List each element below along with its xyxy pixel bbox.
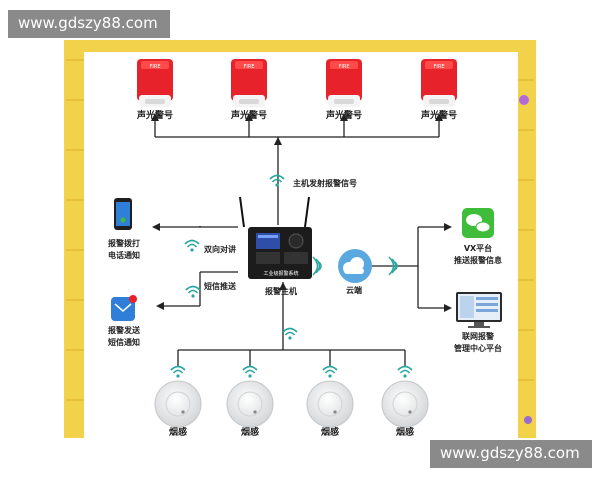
- phone-label-line2: 电话通知: [108, 250, 140, 260]
- smoke-label: 烟感: [169, 426, 187, 438]
- decor-dot: [524, 416, 532, 424]
- phone-icon: [114, 198, 132, 230]
- cloud-label: 云端: [346, 285, 362, 295]
- platform-label-line1: 联网报警: [462, 331, 494, 341]
- smoke-detector: [226, 380, 274, 428]
- alarm-siren: FIRE: [231, 59, 267, 107]
- alarm-badge: FIRE: [434, 64, 445, 70]
- host-screen-text: 工业级报警系统: [263, 270, 298, 277]
- smoke-detector-row: [154, 365, 429, 428]
- alarm-label: 声光警号: [230, 109, 267, 121]
- smoke-label: 烟感: [321, 426, 339, 438]
- alarm-badge: FIRE: [244, 64, 255, 70]
- alarm-host-device: 工业级报警系统: [239, 196, 312, 279]
- alarm-badge: FIRE: [150, 64, 161, 70]
- host-label: 报警主机: [265, 286, 297, 296]
- border-texture: [66, 59, 534, 401]
- connector-lines: [154, 121, 448, 366]
- mail-icon: [111, 295, 137, 321]
- smoke-detector: [154, 380, 202, 428]
- wechat-icon: [462, 208, 494, 238]
- sms-push-label: 短信推送: [204, 281, 237, 291]
- wechat-label-line2: 推送报警信息: [454, 255, 502, 265]
- decor-dot: [519, 95, 529, 105]
- monitor-icon: [456, 292, 502, 328]
- alarm-siren: FIRE: [326, 59, 362, 107]
- two-way-label: 双向对讲: [204, 244, 236, 254]
- alarm-siren: FIRE: [137, 59, 173, 107]
- sms-label-line2: 短信通知: [108, 337, 140, 347]
- smoke-detector: [306, 380, 354, 428]
- alarm-badge: FIRE: [339, 64, 350, 70]
- phone-label-line1: 报警拨打: [108, 238, 140, 248]
- alarm-label: 声光警号: [136, 109, 173, 121]
- cloud-icon: [338, 249, 372, 283]
- arrowheads: [151, 113, 452, 312]
- smoke-detector: [381, 380, 429, 428]
- sms-label-line1: 报警发送: [108, 325, 141, 335]
- smoke-label: 烟感: [396, 426, 414, 438]
- platform-label-line2: 管理中心平台: [454, 343, 502, 353]
- watermark-top: www.gdszy88.com: [8, 10, 170, 38]
- host-signal-label: 主机发射报警信号: [293, 178, 357, 188]
- smoke-label: 烟感: [241, 426, 259, 438]
- alarm-label: 声光警号: [325, 109, 362, 121]
- alarm-siren: FIRE: [421, 59, 457, 107]
- watermark-bottom: www.gdszy88.com: [430, 440, 592, 468]
- alarm-row: FIRE FIRE FIRE FIRE: [137, 59, 457, 107]
- wechat-label-line1: VX平台: [464, 243, 492, 253]
- alarm-label: 声光警号: [420, 109, 457, 121]
